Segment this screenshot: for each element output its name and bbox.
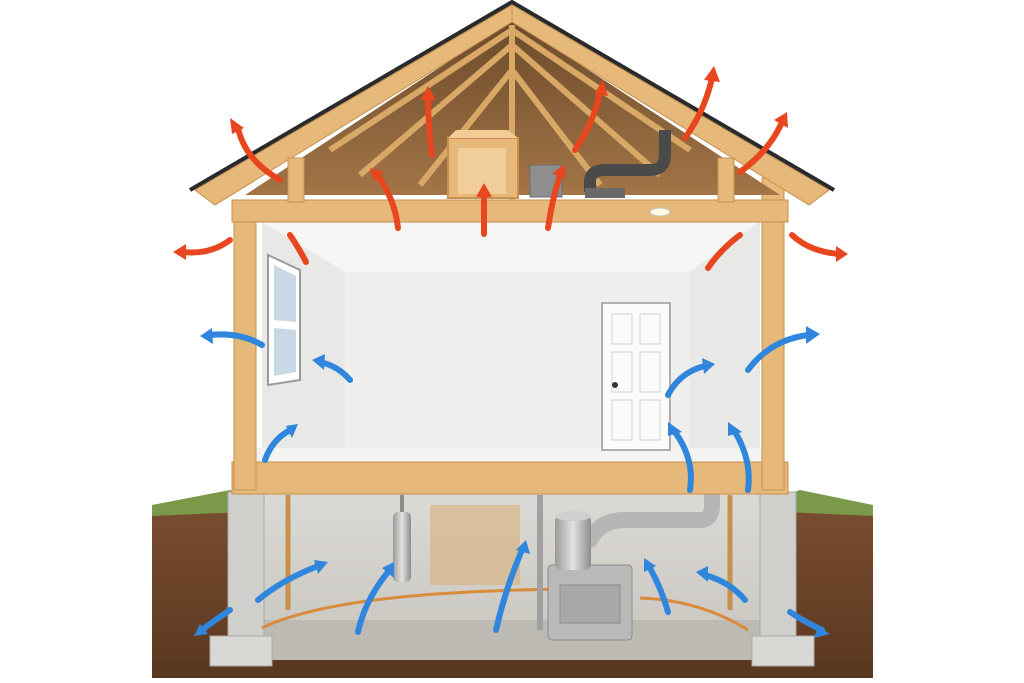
cool-arrow-head [814, 626, 830, 638]
floor-joist-band [231, 461, 789, 495]
top-plate [231, 199, 789, 223]
cool-arrow [199, 607, 233, 633]
cool-arrow [255, 563, 321, 603]
water-heater-icon [393, 495, 411, 582]
room-right-wall [690, 222, 760, 460]
cool-arrow [665, 363, 708, 398]
cool-arrow-head [702, 358, 715, 374]
warm-arrow [180, 237, 233, 256]
warm-arrow-head [420, 86, 436, 100]
basement-floor [262, 620, 762, 660]
attic-hatch-icon [447, 130, 519, 199]
cool-arrow [262, 427, 293, 463]
cool-arrow-head [194, 624, 208, 636]
warm-arrow-head [774, 112, 788, 128]
warm-arrow [545, 172, 563, 231]
floor-surface [252, 448, 768, 464]
ductwork-icon [537, 487, 720, 630]
warm-arrow-head [370, 168, 384, 182]
grass-right [785, 490, 873, 516]
cool-arrow-head [286, 424, 298, 438]
cool-arrow [647, 565, 671, 615]
warm-arrow-heads [173, 66, 848, 262]
footing-left [209, 635, 273, 667]
cool-arrow [207, 331, 265, 348]
cool-arrow-head [382, 562, 394, 578]
cool-arrow-heads [194, 326, 830, 638]
basement-back-framing [430, 505, 520, 585]
gas-line [639, 596, 749, 632]
warm-arrow [682, 75, 715, 141]
warm-arrow-head [173, 244, 186, 260]
warm-arrow [705, 232, 743, 271]
warm-arrow [789, 232, 843, 257]
footing-right [751, 635, 815, 667]
cool-arrow-head [200, 328, 213, 344]
warm-arrow-head [476, 183, 492, 197]
furnace-icon [547, 511, 633, 641]
cool-arrow-head [516, 540, 530, 554]
cool-arrow-head [728, 422, 742, 436]
cool-arrow [732, 429, 752, 493]
window-icon [267, 253, 301, 387]
main-floor [231, 177, 789, 495]
warm-airflow-arrows [180, 75, 843, 271]
warm-arrow [375, 173, 401, 231]
cool-arrow-head [696, 566, 708, 582]
warm-arrow [425, 95, 435, 158]
cool-airflow-arrows [199, 331, 825, 635]
cool-arrow [355, 569, 391, 635]
warm-arrow-head [704, 66, 720, 82]
warm-arrow-head [552, 164, 566, 178]
foundation-wall-right [759, 491, 797, 641]
door-icon [601, 302, 671, 451]
warm-arrow [572, 89, 603, 153]
cool-arrow-head [312, 354, 325, 370]
warm-arrow [287, 232, 309, 265]
warm-arrow [737, 119, 785, 175]
attic [188, 0, 836, 206]
recessed-light-icon [649, 207, 671, 217]
grass-left [152, 490, 244, 516]
warm-arrow-head [836, 246, 848, 262]
cool-arrow-head [644, 558, 656, 572]
warm-arrow-head [594, 80, 608, 96]
warm-arrow-head [230, 118, 244, 134]
roof-edge [188, 0, 836, 192]
cool-arrow [672, 429, 694, 493]
roof-rafter-right [511, 4, 830, 206]
stud-right [761, 177, 785, 491]
cool-arrow-head [314, 560, 328, 574]
cool-arrow-head [806, 326, 820, 344]
cool-arrow [702, 572, 748, 603]
warm-arrow [235, 125, 283, 183]
foundation-wall-left [227, 491, 265, 641]
vertical-post-left [287, 157, 305, 203]
vertical-post-right [717, 157, 735, 203]
stud-left [233, 199, 257, 491]
soil-bottom [152, 660, 873, 678]
room-ceiling [262, 222, 760, 272]
cool-arrow [493, 547, 525, 633]
cool-arrow-head [668, 422, 682, 436]
cool-arrow [745, 332, 811, 373]
